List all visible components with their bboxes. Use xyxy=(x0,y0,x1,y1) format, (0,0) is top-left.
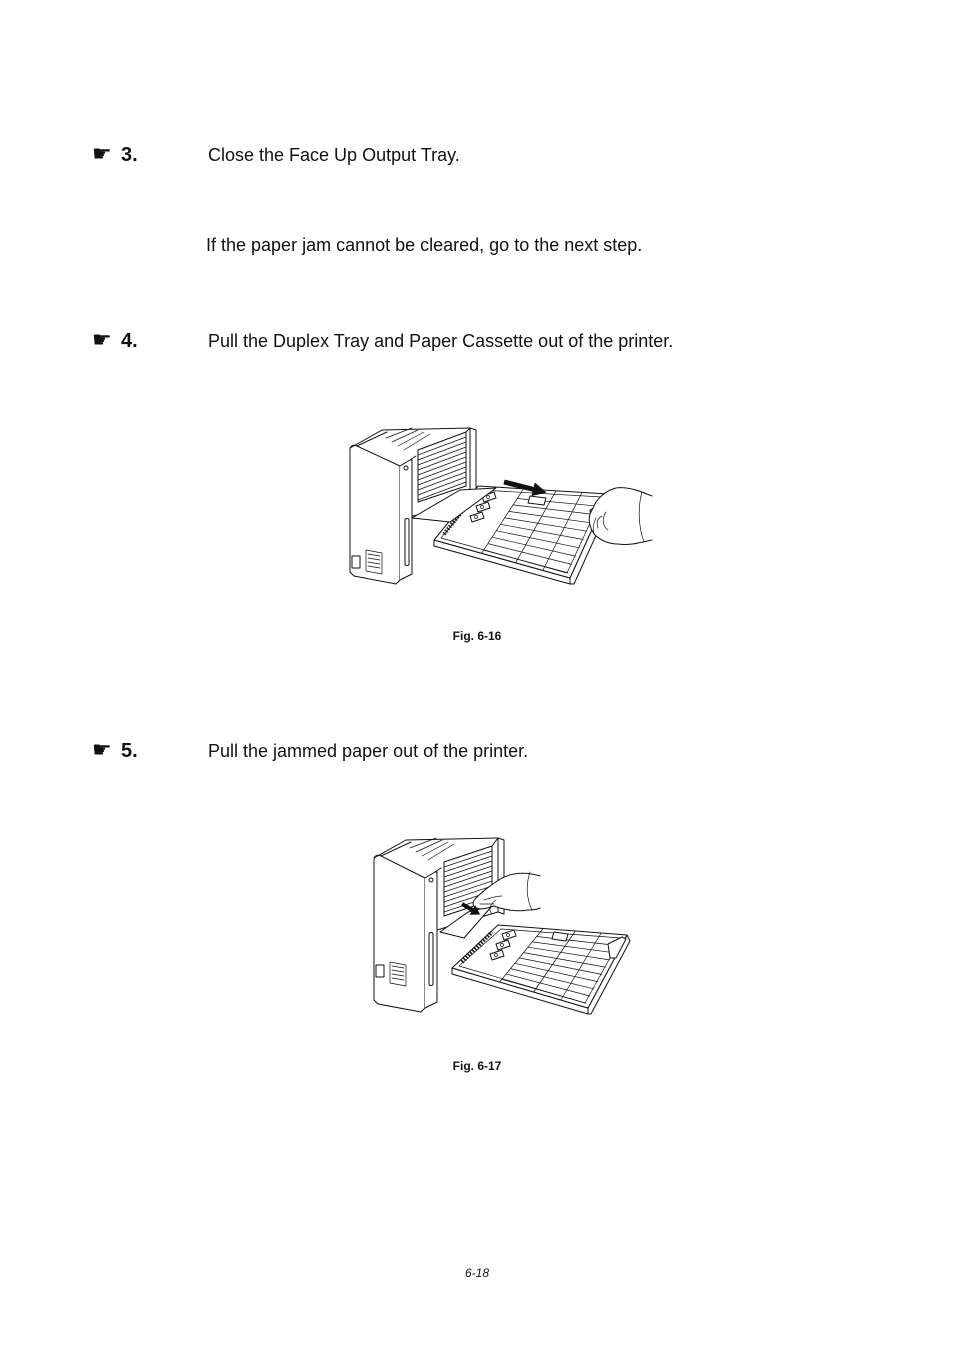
step-instruction: Pull the Duplex Tray and Paper Cassette … xyxy=(208,331,674,351)
pointing-hand-icon xyxy=(92,329,112,353)
pointing-hand-icon xyxy=(92,739,112,763)
paper-sheet xyxy=(411,487,497,523)
printer-body xyxy=(349,427,471,585)
step-instruction: Pull the jammed paper out of the printer… xyxy=(208,741,529,761)
step-5: 5. Pull the jammed paper out of the prin… xyxy=(0,739,954,763)
step-4: 4. Pull the Duplex Tray and Paper Casset… xyxy=(0,329,954,353)
step-number: 3. xyxy=(121,144,138,166)
step-number: 4. xyxy=(121,330,138,352)
pointing-hand-icon xyxy=(92,143,112,167)
step-number: 5. xyxy=(121,740,138,762)
duplex-tray xyxy=(451,924,631,1015)
step-3: 3. Close the Face Up Output Tray. xyxy=(0,143,954,167)
page-number: 6-18 xyxy=(464,1266,490,1280)
step-3-note: If the paper jam cannot be cleared, go t… xyxy=(206,235,643,255)
figure-caption: Fig. 6-17 xyxy=(452,1059,502,1073)
figure-remove-jammed-paper xyxy=(373,837,631,1015)
figure-duplex-tray-pull-out xyxy=(349,427,653,585)
direction-arrow xyxy=(461,902,481,915)
hand xyxy=(588,487,653,545)
step-instruction: Close the Face Up Output Tray. xyxy=(208,145,460,165)
figure-caption: Fig. 6-16 xyxy=(452,629,502,643)
printer-body xyxy=(373,837,499,1013)
direction-arrow xyxy=(503,479,547,497)
